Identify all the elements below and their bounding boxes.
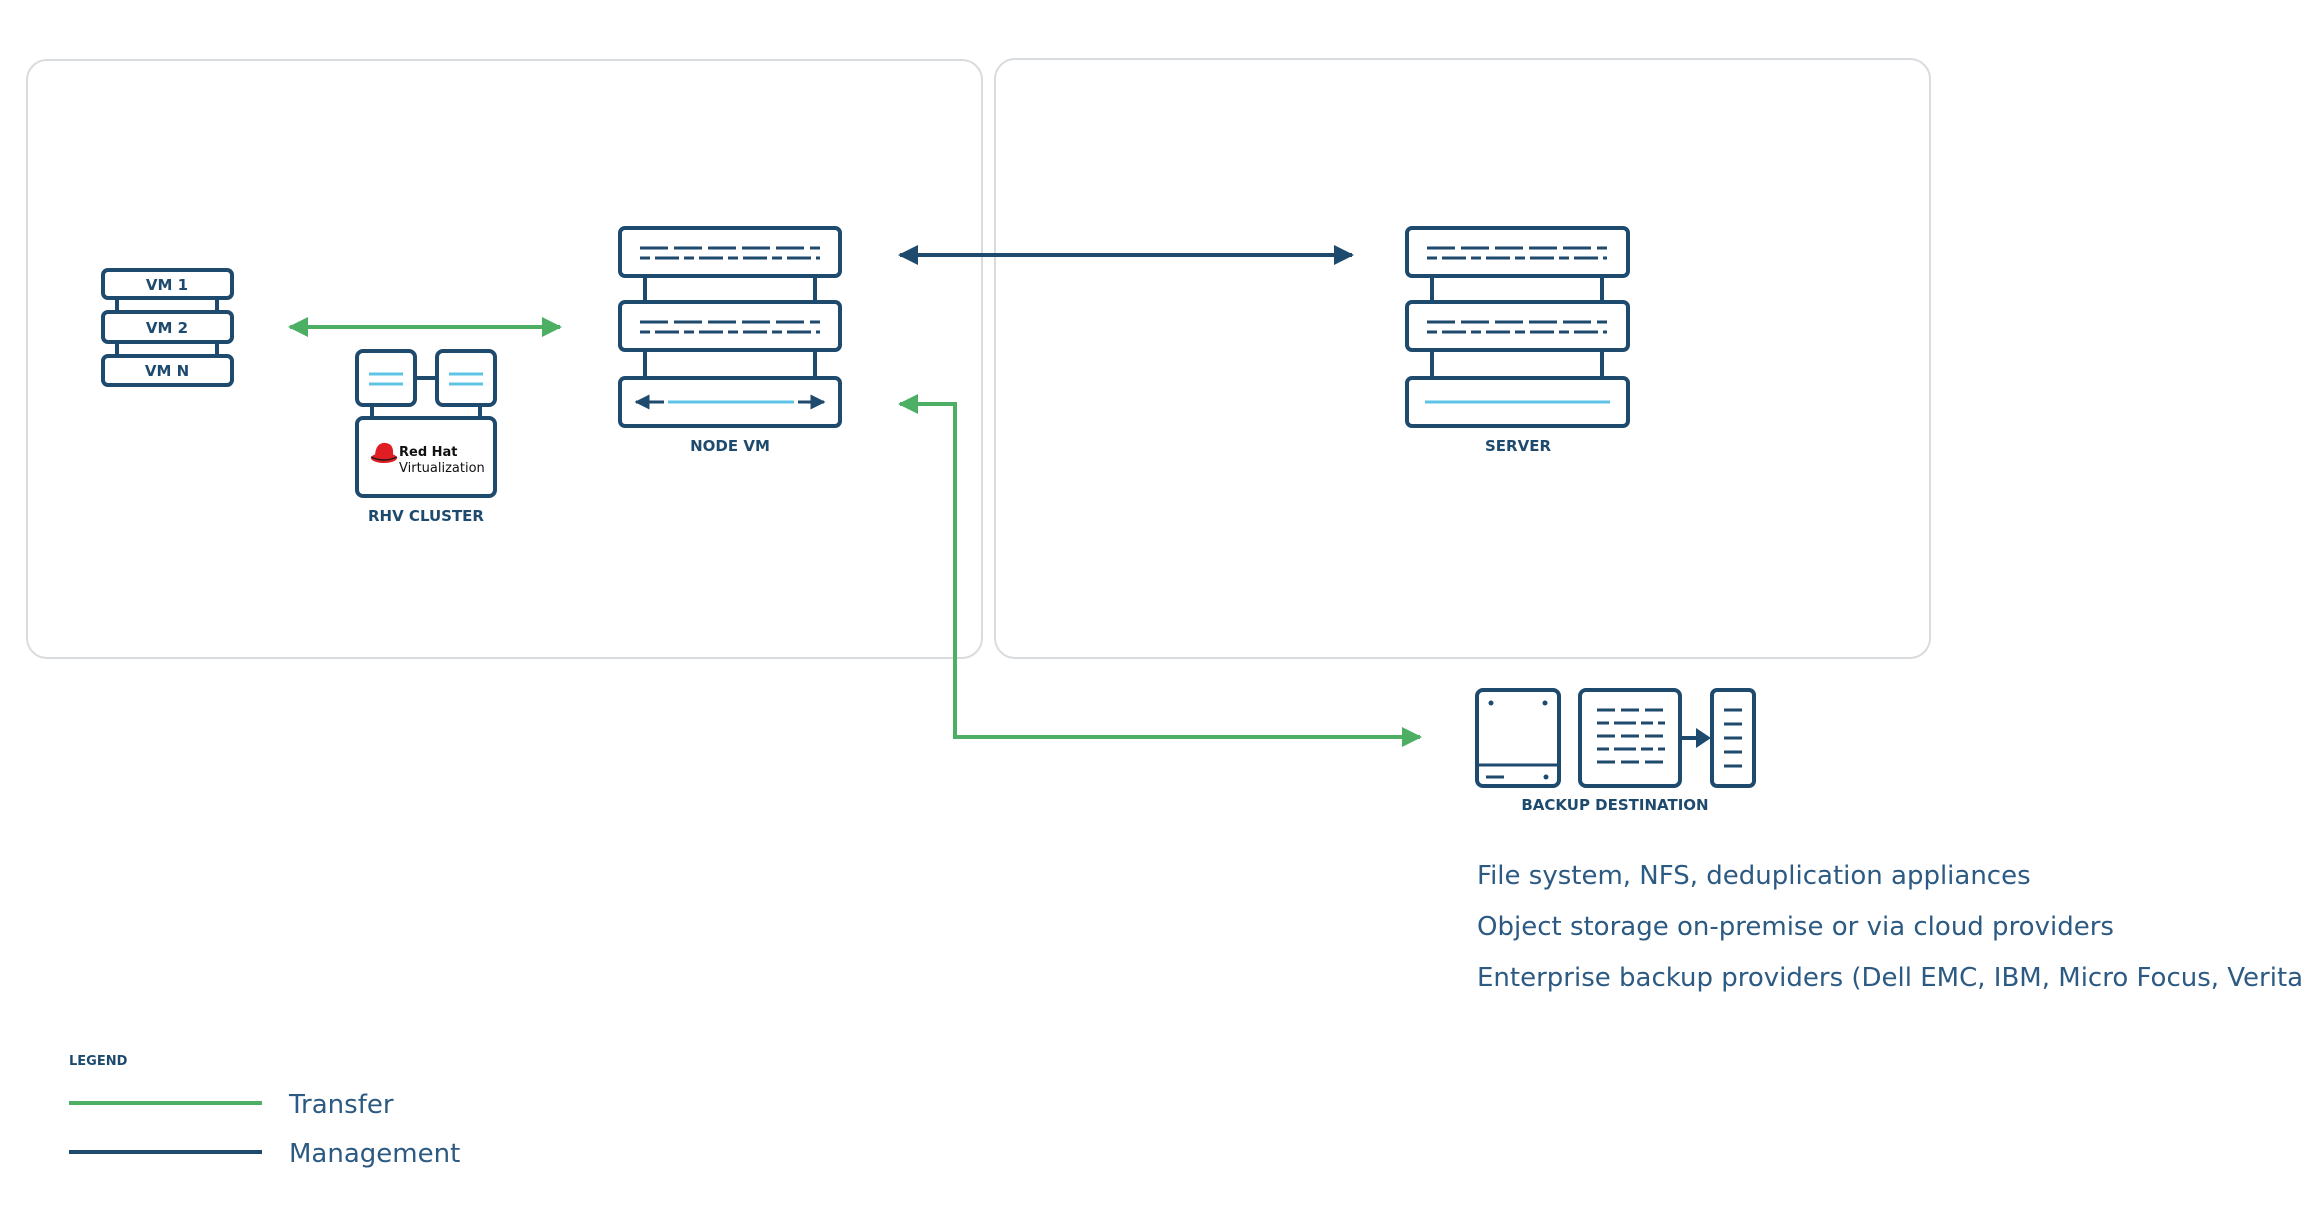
server-label: SERVER	[1485, 437, 1551, 455]
vm-box	[101, 354, 234, 387]
transfer-arrow-node-backup	[898, 394, 1422, 747]
left-region-frame	[26, 59, 983, 659]
legend-title: LEGEND	[69, 1054, 128, 1069]
backup-destination-icon	[1475, 688, 1756, 788]
vm-label: VM N	[145, 362, 189, 380]
vm-stack: VM 1 VM 2 VM N	[101, 268, 234, 387]
vm-box	[101, 310, 234, 344]
rhv-logo-text-line2: Virtualization	[399, 461, 485, 476]
red-hat-logo	[370, 442, 398, 463]
legend-transfer-label: Transfer	[288, 1090, 394, 1120]
backup-option: File system, NFS, deduplication applianc…	[1477, 861, 2031, 891]
rhv-cluster-label: RHV CLUSTER	[368, 507, 484, 525]
rhv-cluster-icon	[355, 349, 497, 498]
node-vm-label: NODE VM	[690, 437, 770, 455]
server-icon	[1405, 226, 1630, 428]
right-region-frame	[994, 58, 1931, 659]
vm-box	[101, 268, 234, 300]
backup-option: Object storage on-premise or via cloud p…	[1477, 912, 2114, 942]
backup-option: Enterprise backup providers (Dell EMC, I…	[1477, 963, 2304, 993]
document-store-icon	[1578, 688, 1682, 788]
backup-destination-label: BACKUP DESTINATION	[1521, 796, 1708, 814]
legend: LEGEND Transfer Management	[69, 1054, 460, 1169]
vm-label: VM 1	[146, 276, 188, 294]
vm-label: VM 2	[146, 319, 188, 337]
legend-management-label: Management	[289, 1139, 460, 1169]
node-vm-icon	[618, 226, 842, 428]
disk-drive-icon	[1475, 688, 1561, 788]
rhv-logo-text-line1: Red Hat	[399, 445, 458, 460]
